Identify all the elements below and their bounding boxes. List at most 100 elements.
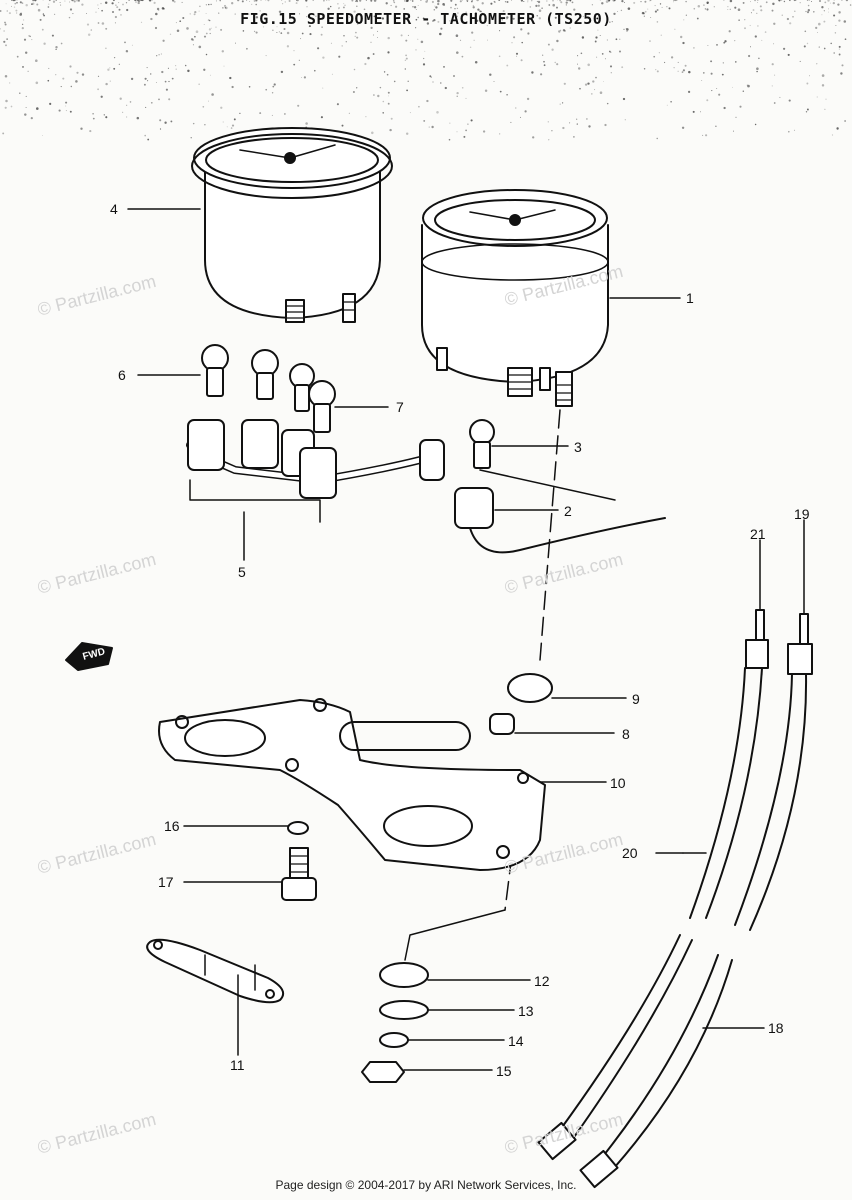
noise-speck xyxy=(97,4,99,6)
noise-speck xyxy=(754,0,757,2)
noise-speck xyxy=(527,32,530,35)
noise-speck xyxy=(789,0,791,1)
noise-speck xyxy=(403,8,406,10)
noise-speck xyxy=(710,60,713,63)
noise-speck xyxy=(481,2,484,5)
noise-speck xyxy=(754,123,757,126)
noise-speck xyxy=(395,5,398,8)
noise-speck xyxy=(389,128,392,132)
callout-11: 11 xyxy=(230,1057,245,1073)
noise-speck xyxy=(97,22,100,24)
noise-speck xyxy=(234,13,236,15)
noise-speck xyxy=(465,11,467,13)
noise-speck xyxy=(271,92,274,94)
noise-speck xyxy=(779,96,781,98)
noise-speck xyxy=(4,23,7,26)
noise-speck xyxy=(774,74,776,76)
noise-speck xyxy=(171,77,174,80)
noise-speck xyxy=(255,0,258,2)
noise-speck xyxy=(125,49,129,53)
noise-speck xyxy=(80,127,83,130)
noise-speck xyxy=(591,4,594,6)
noise-speck xyxy=(831,134,834,136)
noise-speck xyxy=(205,53,208,56)
noise-speck xyxy=(306,6,308,8)
noise-speck xyxy=(778,0,781,2)
noise-speck xyxy=(841,0,843,1)
noise-speck xyxy=(569,122,571,124)
noise-speck xyxy=(383,71,386,73)
noise-speck xyxy=(107,68,110,71)
callout-14: 14 xyxy=(508,1033,524,1049)
noise-speck xyxy=(288,0,291,3)
noise-speck xyxy=(807,4,810,7)
callout-8: 8 xyxy=(622,726,630,742)
noise-speck xyxy=(548,139,550,141)
noise-speck xyxy=(426,22,430,25)
noise-speck xyxy=(23,19,25,21)
noise-speck xyxy=(606,21,609,24)
noise-speck xyxy=(280,32,283,34)
noise-speck xyxy=(95,11,97,13)
noise-speck xyxy=(356,5,358,8)
noise-speck xyxy=(643,15,645,17)
noise-speck xyxy=(43,42,46,45)
noise-speck xyxy=(393,1,396,4)
figure-title: FIG.15 SPEEDOMETER - TACHOMETER (TS250) xyxy=(240,10,612,28)
noise-speck xyxy=(25,95,27,97)
noise-speck xyxy=(696,17,699,20)
noise-speck xyxy=(484,89,488,92)
noise-speck xyxy=(101,22,105,25)
noise-speck xyxy=(143,83,146,86)
noise-speck xyxy=(278,10,282,14)
noise-speck xyxy=(654,10,657,13)
noise-speck xyxy=(105,116,108,119)
forward-arrow-shape xyxy=(65,642,113,671)
noise-speck xyxy=(55,0,57,2)
noise-speck xyxy=(35,81,39,85)
noise-speck xyxy=(596,56,598,58)
noise-speck xyxy=(278,31,280,33)
noise-speck xyxy=(92,117,95,120)
noise-speck xyxy=(25,51,28,54)
noise-speck xyxy=(31,39,33,41)
noise-speck xyxy=(377,94,380,98)
noise-speck xyxy=(175,65,177,67)
noise-speck xyxy=(431,0,434,4)
noise-speck xyxy=(137,0,141,2)
noise-speck xyxy=(523,21,526,23)
noise-speck xyxy=(252,22,254,25)
noise-speck xyxy=(643,68,646,70)
noise-speck xyxy=(461,55,464,58)
noise-speck xyxy=(60,42,63,45)
noise-speck xyxy=(390,4,392,7)
noise-speck xyxy=(255,31,258,34)
noise-speck xyxy=(702,72,705,74)
noise-speck xyxy=(456,51,459,54)
noise-speck xyxy=(587,63,590,67)
noise-speck xyxy=(444,86,447,90)
noise-speck xyxy=(410,0,412,1)
noise-speck xyxy=(473,39,475,41)
noise-speck xyxy=(806,42,809,45)
noise-speck xyxy=(459,0,462,3)
noise-speck xyxy=(437,0,440,3)
noise-speck xyxy=(241,0,244,3)
noise-speck xyxy=(560,1,563,4)
noise-speck xyxy=(437,20,440,23)
noise-speck xyxy=(164,80,167,83)
meter-cables xyxy=(537,609,813,1189)
noise-speck xyxy=(569,0,572,2)
callout-9: 9 xyxy=(632,691,640,707)
noise-speck xyxy=(122,3,124,6)
noise-speck xyxy=(272,85,275,88)
noise-speck xyxy=(103,114,105,116)
noise-speck xyxy=(457,12,459,14)
noise-speck xyxy=(599,0,601,1)
noise-speck xyxy=(536,15,538,17)
noise-speck xyxy=(565,4,567,6)
noise-speck xyxy=(808,0,811,1)
noise-speck xyxy=(547,121,549,123)
noise-speck xyxy=(9,82,11,84)
noise-speck xyxy=(832,1,835,5)
